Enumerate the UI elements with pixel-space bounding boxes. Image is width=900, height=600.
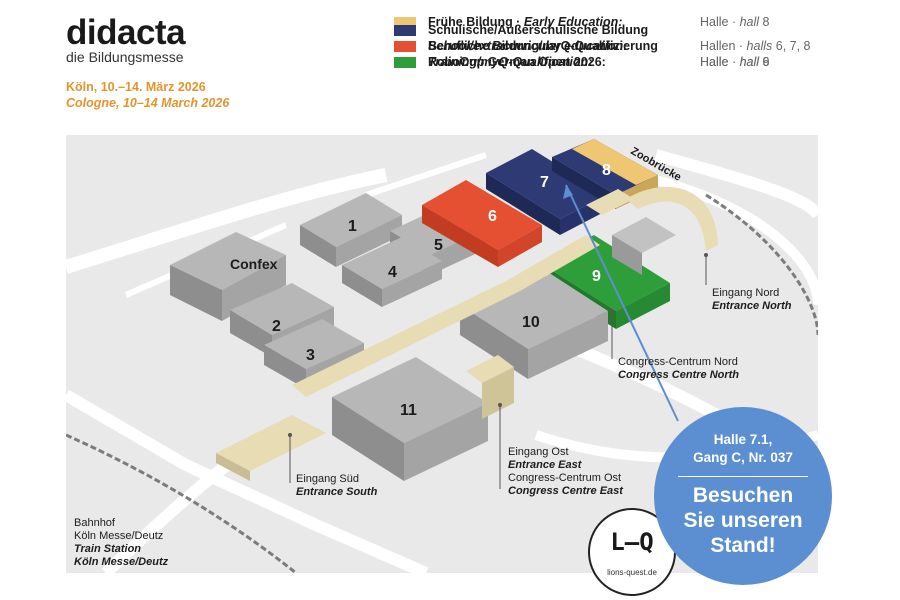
date-de: Köln, 10.–14. März 2026 bbox=[66, 80, 206, 94]
lq-mark: L–Q bbox=[610, 528, 654, 556]
label-train-station: Bahnhof Köln Messe/Deutz Train Station K… bbox=[74, 517, 168, 569]
label-de: Eingang Süd bbox=[296, 473, 359, 485]
booth-aisle: Gang C, Nr. 037 bbox=[693, 450, 793, 465]
label-entrance-south: Eingang Süd Entrance South bbox=[296, 473, 377, 499]
legend-label-en: Training/myQ-Qualification: bbox=[428, 55, 593, 69]
legend-label-en: Early Education: bbox=[523, 15, 623, 29]
label-de: Eingang Nord bbox=[712, 287, 780, 299]
legend-hall: Halle · hall 6 bbox=[700, 54, 770, 70]
label-en: Congress Centre North bbox=[618, 369, 740, 381]
invite-line: Sie unseren bbox=[683, 509, 803, 532]
street bbox=[66, 168, 388, 274]
street bbox=[654, 149, 818, 219]
hall-label: 7 bbox=[540, 174, 549, 191]
hall-label: 10 bbox=[522, 314, 540, 331]
hall-number: 8 bbox=[759, 15, 770, 29]
entrance-north-curve bbox=[626, 186, 718, 251]
hall-word-de: Halle · bbox=[700, 55, 740, 69]
label-en: Congress Centre East bbox=[508, 485, 623, 497]
invite-line: Stand! bbox=[710, 534, 776, 557]
congress-centre-north-building bbox=[612, 217, 676, 275]
label-en: Entrance North bbox=[712, 300, 792, 312]
hall-word-de: Halle · bbox=[700, 55, 740, 69]
booth-invite: Besuchen Sie unseren Stand! bbox=[654, 483, 832, 558]
label-en: Köln Messe/Deutz bbox=[74, 556, 169, 568]
railway bbox=[705, 193, 818, 336]
logo-title: didacta bbox=[66, 13, 186, 52]
legend-hall: Hallen · halls 6, 7, 8 bbox=[700, 38, 811, 54]
hall-number: 9 bbox=[759, 55, 770, 69]
street bbox=[66, 389, 429, 573]
label-entrance-east: Eingang Ost Entrance East Congress-Centr… bbox=[508, 446, 623, 498]
booth-hall: Halle 7.1, bbox=[713, 432, 773, 447]
legend-swatch-red bbox=[394, 41, 416, 52]
hall-word-de: Halle · bbox=[700, 15, 740, 29]
booth-location: Halle 7.1, Gang C, Nr. 037 bbox=[654, 431, 832, 467]
hall-label: 5 bbox=[434, 237, 443, 254]
legend-label-de: RoboCup German Open 2026: bbox=[428, 55, 606, 69]
hall-word-de: Hallen · bbox=[700, 39, 747, 53]
hall-word-en: hall bbox=[739, 55, 760, 69]
event-dates: Köln, 10.–14. März 2026 Cologne, 10–14 M… bbox=[66, 79, 229, 111]
label-de: Köln Messe/Deutz bbox=[74, 530, 164, 542]
label-congress-centre-north: Congress-Centrum Nord Congress Centre No… bbox=[618, 356, 739, 382]
invite-line: Besuchen bbox=[692, 484, 794, 507]
hall-label: 8 bbox=[602, 162, 611, 179]
hall-4 bbox=[342, 237, 442, 307]
hall-6 bbox=[422, 180, 542, 267]
hall-label: 2 bbox=[272, 318, 281, 335]
hall-11 bbox=[332, 357, 488, 481]
hall-number: 6, 7, 8 bbox=[772, 39, 811, 53]
hall-label: 6 bbox=[488, 208, 497, 225]
hall-confex bbox=[170, 232, 286, 321]
lq-url: lions-quest.de bbox=[607, 568, 657, 577]
label-entrance-north: Eingang Nord Entrance North bbox=[712, 287, 791, 313]
badge-divider bbox=[678, 476, 808, 477]
hall-label: 4 bbox=[388, 264, 397, 281]
date-en: Cologne, 10–14 March 2026 bbox=[66, 96, 230, 110]
entrance-boulevard bbox=[216, 186, 718, 481]
legend-label-de: Schulische/Außerschulische Bildung bbox=[428, 23, 649, 37]
hall-word-en: hall bbox=[739, 15, 760, 29]
label-de: Eingang Ost bbox=[508, 446, 569, 458]
legend-hall: Halle · hall 9 bbox=[700, 54, 770, 70]
logo-subtitle: die Bildungsmesse bbox=[66, 49, 184, 65]
label-de: Congress-Centrum Nord bbox=[618, 356, 738, 368]
hall-number: 6 bbox=[759, 55, 770, 69]
hall-word-en: halls bbox=[746, 39, 773, 53]
label-en: Entrance East bbox=[508, 459, 582, 471]
hall-1 bbox=[300, 193, 402, 267]
legend-label-en: School/extracurricular education: bbox=[428, 39, 628, 53]
legend-swatch-green bbox=[394, 57, 416, 68]
legend-label-de: Frühe Bildung · bbox=[428, 15, 524, 29]
railway bbox=[66, 433, 297, 573]
didacta-logo: didacta die Bildungsmesse bbox=[66, 13, 186, 66]
hall-label: Confex bbox=[230, 256, 278, 272]
booth-badge: Halle 7.1, Gang C, Nr. 037 Besuchen Sie … bbox=[654, 407, 832, 585]
booth-arrow-head bbox=[563, 185, 573, 199]
legend-swatch-navy bbox=[394, 25, 416, 36]
legend-swatch-yellow bbox=[394, 17, 416, 28]
street bbox=[365, 152, 487, 198]
hall-label: 1 bbox=[348, 218, 357, 235]
hall-label: 3 bbox=[306, 347, 315, 364]
hall-word-en: hall bbox=[739, 55, 760, 69]
street bbox=[634, 170, 818, 306]
booth-arrow bbox=[565, 184, 679, 422]
label-de: Congress-Centrum Ost bbox=[508, 472, 622, 484]
label-en: Train Station bbox=[74, 543, 142, 555]
entrance-south-building bbox=[216, 415, 326, 471]
hall-label: 11 bbox=[400, 402, 417, 419]
legend-hall: Halle · hall 8 bbox=[700, 14, 770, 30]
label-en: Entrance South bbox=[296, 486, 378, 498]
legend-label-de: Berufliche Bildung/myQ-Qualifizierung bbox=[428, 39, 658, 53]
entrance-east-building bbox=[466, 355, 514, 383]
label-de: Bahnhof bbox=[74, 517, 115, 529]
hall-label: 9 bbox=[592, 268, 601, 285]
